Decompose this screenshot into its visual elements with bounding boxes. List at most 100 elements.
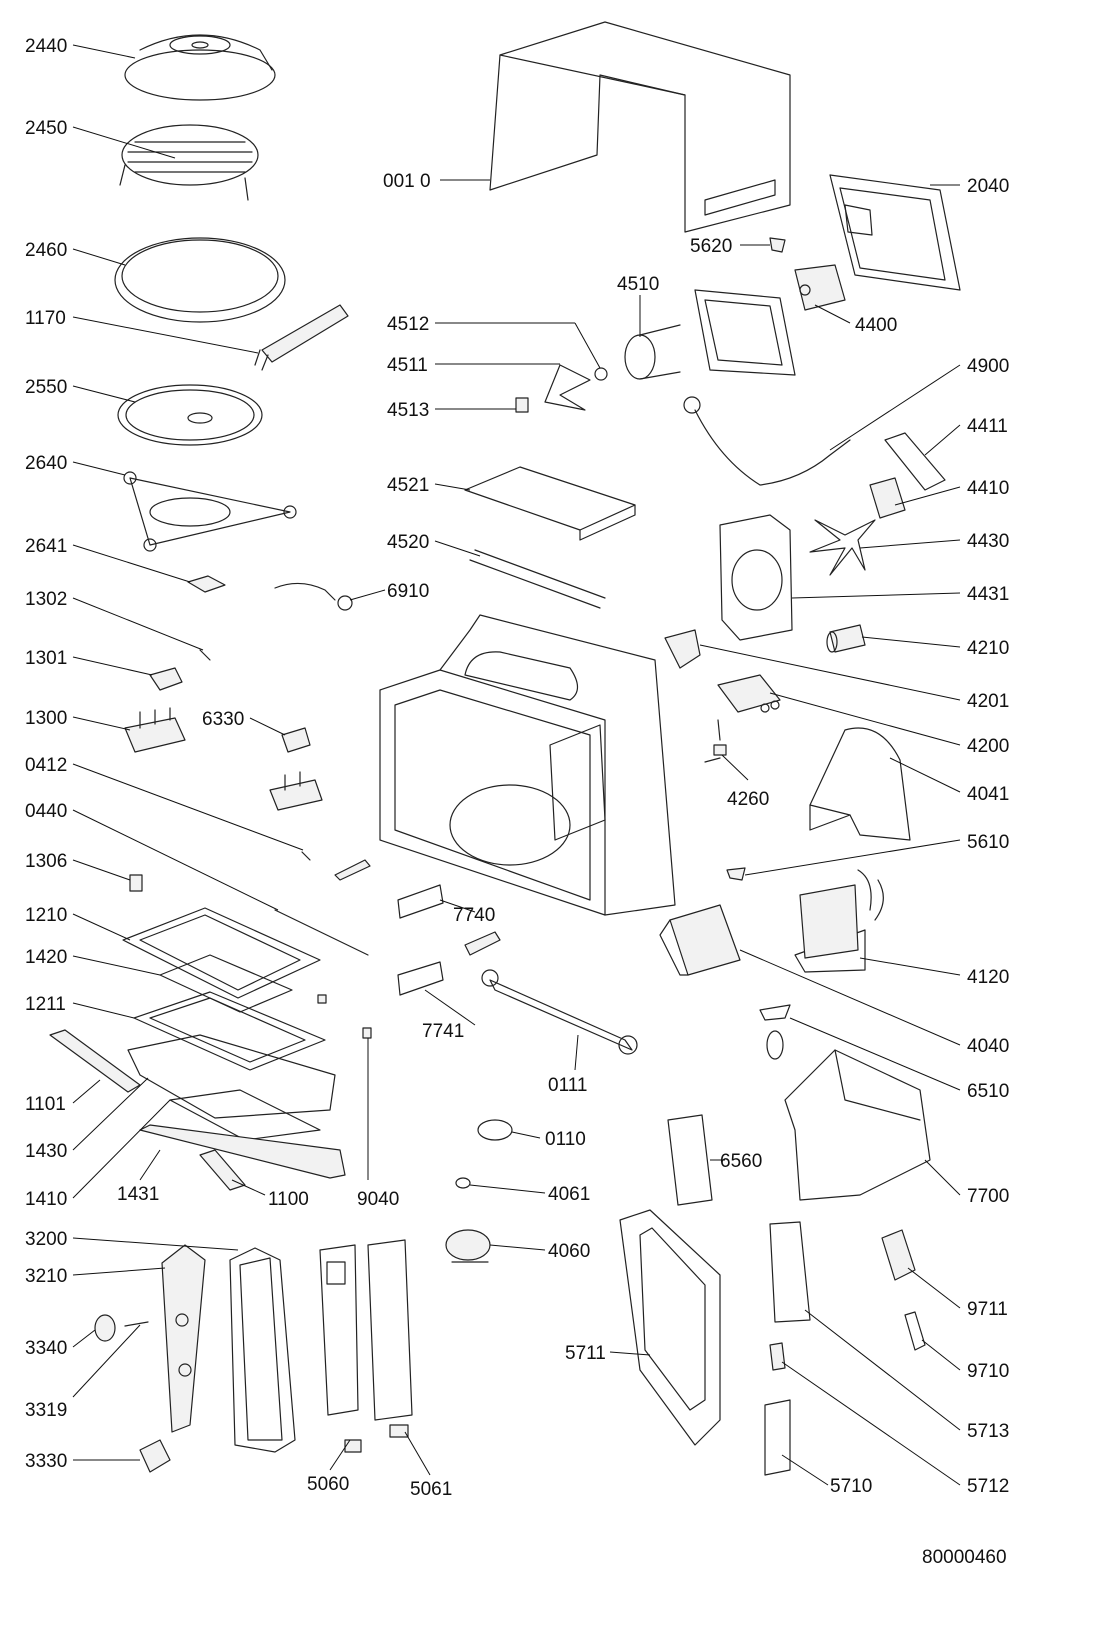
- part-1301-latch: [149, 667, 183, 691]
- label-1210: 1210: [25, 905, 67, 926]
- part-1302-pin: [199, 649, 211, 661]
- part-5610-clip: [726, 867, 746, 881]
- part-4900-cable: [683, 396, 851, 486]
- label-4431: 4431: [967, 584, 1009, 605]
- label-5711: 5711: [565, 1343, 606, 1364]
- label-7700: 7700: [967, 1186, 1009, 1207]
- part-4512-washer: [594, 367, 608, 381]
- part-5620-clip: [769, 237, 786, 253]
- part-4411-bracket: [884, 432, 946, 491]
- label-1170: 1170: [25, 308, 66, 329]
- label-1101: 1101: [25, 1094, 66, 1115]
- label-9711: 9711: [967, 1299, 1008, 1320]
- part-1306-bracket: [129, 874, 143, 892]
- label-7741: 7741: [422, 1021, 464, 1042]
- label-4040: 4040: [967, 1036, 1009, 1057]
- label-4120: 4120: [967, 967, 1009, 988]
- label-4210: 4210: [967, 638, 1009, 659]
- drawing-number: 80000460: [922, 1547, 1007, 1568]
- label-4400: 4400: [855, 315, 897, 336]
- part-1430-door-outer: [127, 1034, 336, 1119]
- part-9710-fuse: [904, 1311, 926, 1351]
- label-5610: 5610: [967, 832, 1009, 853]
- part-9711-switch: [881, 1229, 916, 1281]
- part-0440-rod: [274, 909, 369, 956]
- label-1300: 1300: [25, 708, 67, 729]
- part-4260-fuse: [704, 719, 727, 763]
- part-4430-fan-blade: [809, 519, 876, 576]
- label-5620: 5620: [690, 236, 732, 257]
- part-4410-fan-motor: [869, 477, 906, 519]
- label-2450: 2450: [25, 118, 67, 139]
- part-4200-diode: [717, 674, 781, 713]
- part-2450-rack: [119, 124, 259, 201]
- label-5710: 5710: [830, 1476, 872, 1497]
- label-6510: 6510: [967, 1081, 1009, 1102]
- part-5060-pcb: [319, 1244, 362, 1453]
- label-2040: 2040: [967, 176, 1009, 197]
- part-5712-latch: [769, 1342, 786, 1371]
- part-2550-turntable: [117, 384, 263, 446]
- label-4410: 4410: [967, 478, 1009, 499]
- part-4210-capacitor: [826, 624, 866, 653]
- part-0111-rod: [481, 969, 638, 1055]
- label-4061: 4061: [548, 1184, 590, 1205]
- part-2040-frame: [829, 174, 961, 291]
- part-4120-transformer: [794, 869, 884, 973]
- label-4512: 4512: [387, 314, 429, 335]
- label-6910: 6910: [387, 581, 429, 602]
- label-1211: 1211: [25, 994, 66, 1015]
- part-4040-magnetron: [659, 904, 741, 976]
- part-6330-switch: [269, 727, 323, 811]
- part-4520-heater: [469, 549, 606, 609]
- label-4511: 4511: [387, 355, 428, 376]
- label-4430: 4430: [967, 531, 1009, 552]
- label-1306: 1306: [25, 851, 67, 872]
- part-5061-pcb: [367, 1239, 413, 1438]
- label-2440: 2440: [25, 36, 67, 57]
- part-3200-control-panel: [229, 1247, 296, 1453]
- label-4041: 4041: [967, 784, 1009, 805]
- part-7740-plate: [397, 884, 444, 919]
- label-4510: 4510: [617, 274, 659, 295]
- label-6560: 6560: [720, 1151, 762, 1172]
- label-1431: 1431: [117, 1184, 159, 1205]
- part-4060-motor: [445, 1229, 491, 1263]
- label-0010: 001 0: [383, 171, 431, 192]
- part-0010-outer-case: [489, 21, 791, 233]
- part-5713-bar: [769, 1221, 811, 1323]
- part-4511-stirrer: [544, 364, 591, 411]
- part-1431-lower-trim: [139, 1124, 346, 1179]
- label-4513: 4513: [387, 400, 429, 421]
- part-0412-probe: [301, 851, 371, 881]
- label-0111: 0111: [548, 1075, 587, 1096]
- label-9040: 9040: [357, 1189, 399, 1210]
- part-4510-loop: [624, 324, 681, 380]
- part-6510-lamp: [759, 1004, 791, 1060]
- part-waveguide-cover: [694, 289, 796, 376]
- label-3210: 3210: [25, 1266, 67, 1287]
- label-2640: 2640: [25, 453, 67, 474]
- label-2641: 2641: [25, 536, 67, 557]
- label-0412: 0412: [25, 755, 67, 776]
- parts-drawings: [49, 21, 961, 1476]
- label-3340: 3340: [25, 1338, 67, 1359]
- part-7700-back-panel: [784, 1049, 931, 1201]
- part-3210-control-fascia: [161, 1244, 206, 1433]
- label-4060: 4060: [548, 1241, 590, 1262]
- part-2640-roller-support: [123, 471, 297, 552]
- part-2440-cover: [124, 34, 276, 101]
- part-1210-door-frame: [122, 907, 321, 999]
- label-2460: 2460: [25, 240, 67, 261]
- label-0440: 0440: [25, 801, 67, 822]
- part-7741-plate: [397, 961, 444, 996]
- label-9710: 9710: [967, 1361, 1009, 1382]
- part-2460-ring: [114, 237, 286, 323]
- part-cavity: [379, 614, 676, 916]
- label-5060: 5060: [307, 1474, 349, 1495]
- label-1100: 1100: [268, 1189, 309, 1210]
- part-6910-sensor: [274, 582, 353, 611]
- label-4521: 4521: [387, 475, 429, 496]
- part-small-bracket: [464, 931, 501, 956]
